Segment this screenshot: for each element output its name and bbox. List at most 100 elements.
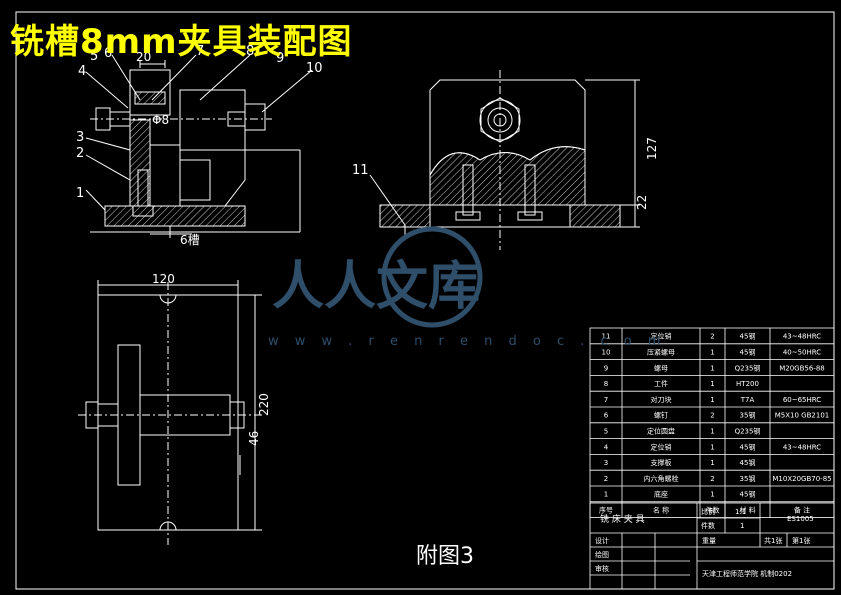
bom-row-name: 工件	[654, 379, 668, 388]
bom-header-note: 备 注	[794, 506, 810, 515]
bom-row-name: 底座	[654, 490, 668, 499]
title-block-checker: 绘图	[595, 550, 609, 559]
part-number-3: 3	[76, 130, 84, 145]
bom-row-name: 螺母	[654, 363, 668, 372]
bom-row-material: 45钢	[740, 332, 756, 341]
bom-row-no: 11	[602, 333, 611, 341]
bom-row-no: 5	[604, 428, 608, 436]
bom-row-no: 1	[604, 491, 608, 499]
bom-row-material: Q235钢	[735, 427, 761, 436]
bom-header-material: 材 料	[739, 506, 755, 515]
part-number-1: 1	[76, 186, 84, 201]
bom-row-note: M10X20GB70-85	[772, 475, 831, 483]
bom-row-no: 10	[602, 349, 611, 357]
bom-row-qty: 1	[710, 364, 714, 372]
dimension-height-side: 127	[645, 137, 659, 160]
bom-header-no: 序号	[599, 506, 613, 515]
dimension-plan-width: 120	[152, 272, 175, 286]
part-number-6: 6	[104, 46, 112, 61]
front-view	[90, 60, 301, 238]
bom-row-no: 8	[604, 380, 608, 388]
bom-row-no: 2	[604, 475, 608, 483]
bom-row-material: 45钢	[740, 348, 756, 357]
bill-of-materials	[589, 327, 835, 519]
part-number-7: 7	[196, 44, 204, 59]
title-block	[589, 502, 835, 590]
bom-row-note: 40~50HRC	[783, 349, 821, 357]
drawing-frame	[15, 11, 835, 590]
bom-row-name: 定位销	[651, 332, 672, 341]
front-view-leaders	[85, 54, 313, 211]
part-number-4: 4	[78, 64, 86, 79]
figure-label: 附图3	[416, 544, 474, 569]
dimension-plan-offset: 46	[247, 431, 261, 446]
title-block-weight: 重量	[702, 537, 716, 545]
title-block-name: 铣 床 夹 具	[600, 513, 645, 525]
bom-row-material: 45钢	[740, 458, 756, 467]
part-number-8: 8	[246, 44, 254, 59]
bom-row-name: 对刀块	[651, 395, 672, 404]
title-block-count-value: 1	[740, 522, 744, 530]
bom-row-no: 6	[604, 412, 609, 420]
title-block-reviewer: 审核	[595, 564, 609, 573]
title-block-scale-value: 1:1	[735, 508, 746, 516]
side-view	[369, 70, 640, 250]
bom-row-name: 内六角螺栓	[644, 474, 679, 483]
bom-row-material: 35钢	[740, 411, 756, 420]
bom-row-note: M20GB56-88	[779, 364, 825, 372]
bom-row-name: 螺钉	[654, 411, 668, 420]
title-block-sheets: 共1张	[764, 536, 782, 545]
part-number-2: 2	[76, 146, 84, 161]
bom-row-material: T7A	[740, 396, 755, 404]
watermark-url: w w w . r e n r e n d o c . c o m	[268, 334, 667, 349]
part-number-11: 11	[352, 163, 369, 178]
bom-row-material: HT200	[736, 380, 759, 388]
bom-row-qty: 1	[710, 349, 714, 357]
bom-row-name: 支撑板	[651, 458, 672, 467]
bom-row-no: 9	[604, 364, 608, 372]
dimension-plan-height: 220	[257, 393, 271, 416]
title-block-designer: 设计	[595, 536, 609, 545]
bom-row-material: 35钢	[740, 474, 756, 483]
bom-row-no: 3	[604, 459, 608, 467]
bom-row-no: 7	[604, 396, 608, 404]
watermark-brand: 人人文库	[272, 257, 480, 317]
bom-row-name: 压紧螺母	[647, 348, 675, 357]
bom-row-qty: 1	[710, 459, 714, 467]
dimension-base-side: 22	[635, 195, 649, 210]
bom-row-note: 60~65HRC	[783, 396, 821, 404]
watermark-logo: 人人文库	[272, 226, 483, 328]
bom-header-name: 名 称	[653, 506, 669, 515]
title-block-count-label: 件数	[701, 521, 715, 530]
bom-row-qty: 1	[710, 380, 714, 388]
bom-row-qty: 1	[710, 443, 714, 451]
bom-row-qty: 2	[710, 475, 714, 483]
bom-row-qty: 1	[710, 428, 714, 436]
part-number-10: 10	[306, 61, 323, 76]
drawing-title: 铣槽8mm夹具装配图	[10, 22, 353, 62]
dimension-top-width: 20	[136, 50, 151, 64]
part-number-9: 9	[276, 51, 284, 66]
bom-row-note: M5X10 GB2101	[775, 412, 829, 420]
bom-row-qty: 2	[710, 333, 714, 341]
bom-row-material: 45钢	[740, 442, 756, 451]
bom-row-name: 定位销	[651, 442, 672, 451]
bom-row-qty: 1	[710, 396, 714, 404]
title-block-school: 天津工程师范学院 机制0202	[702, 569, 792, 578]
bom-row-name: 定位圆盘	[647, 427, 675, 436]
title-block-drawing-no: ES1005	[787, 515, 814, 523]
bom-row-no: 4	[604, 443, 609, 451]
bom-row-note: 43~48HRC	[783, 443, 821, 451]
bom-header-qty: 件数	[706, 506, 720, 515]
title-block-scale-label: 比例	[701, 507, 715, 516]
bom-row-material: Q235钢	[735, 363, 761, 372]
bom-row-qty: 2	[710, 412, 714, 420]
part-number-5: 5	[90, 49, 98, 64]
dimension-small-bore: Φ8	[152, 113, 169, 127]
bom-row-material: 45钢	[740, 490, 756, 499]
dimension-slot: 6槽	[180, 233, 200, 247]
bom-row-qty: 1	[710, 491, 714, 499]
plan-view	[78, 280, 262, 545]
bom-row-note: 43~48HRC	[783, 333, 821, 341]
